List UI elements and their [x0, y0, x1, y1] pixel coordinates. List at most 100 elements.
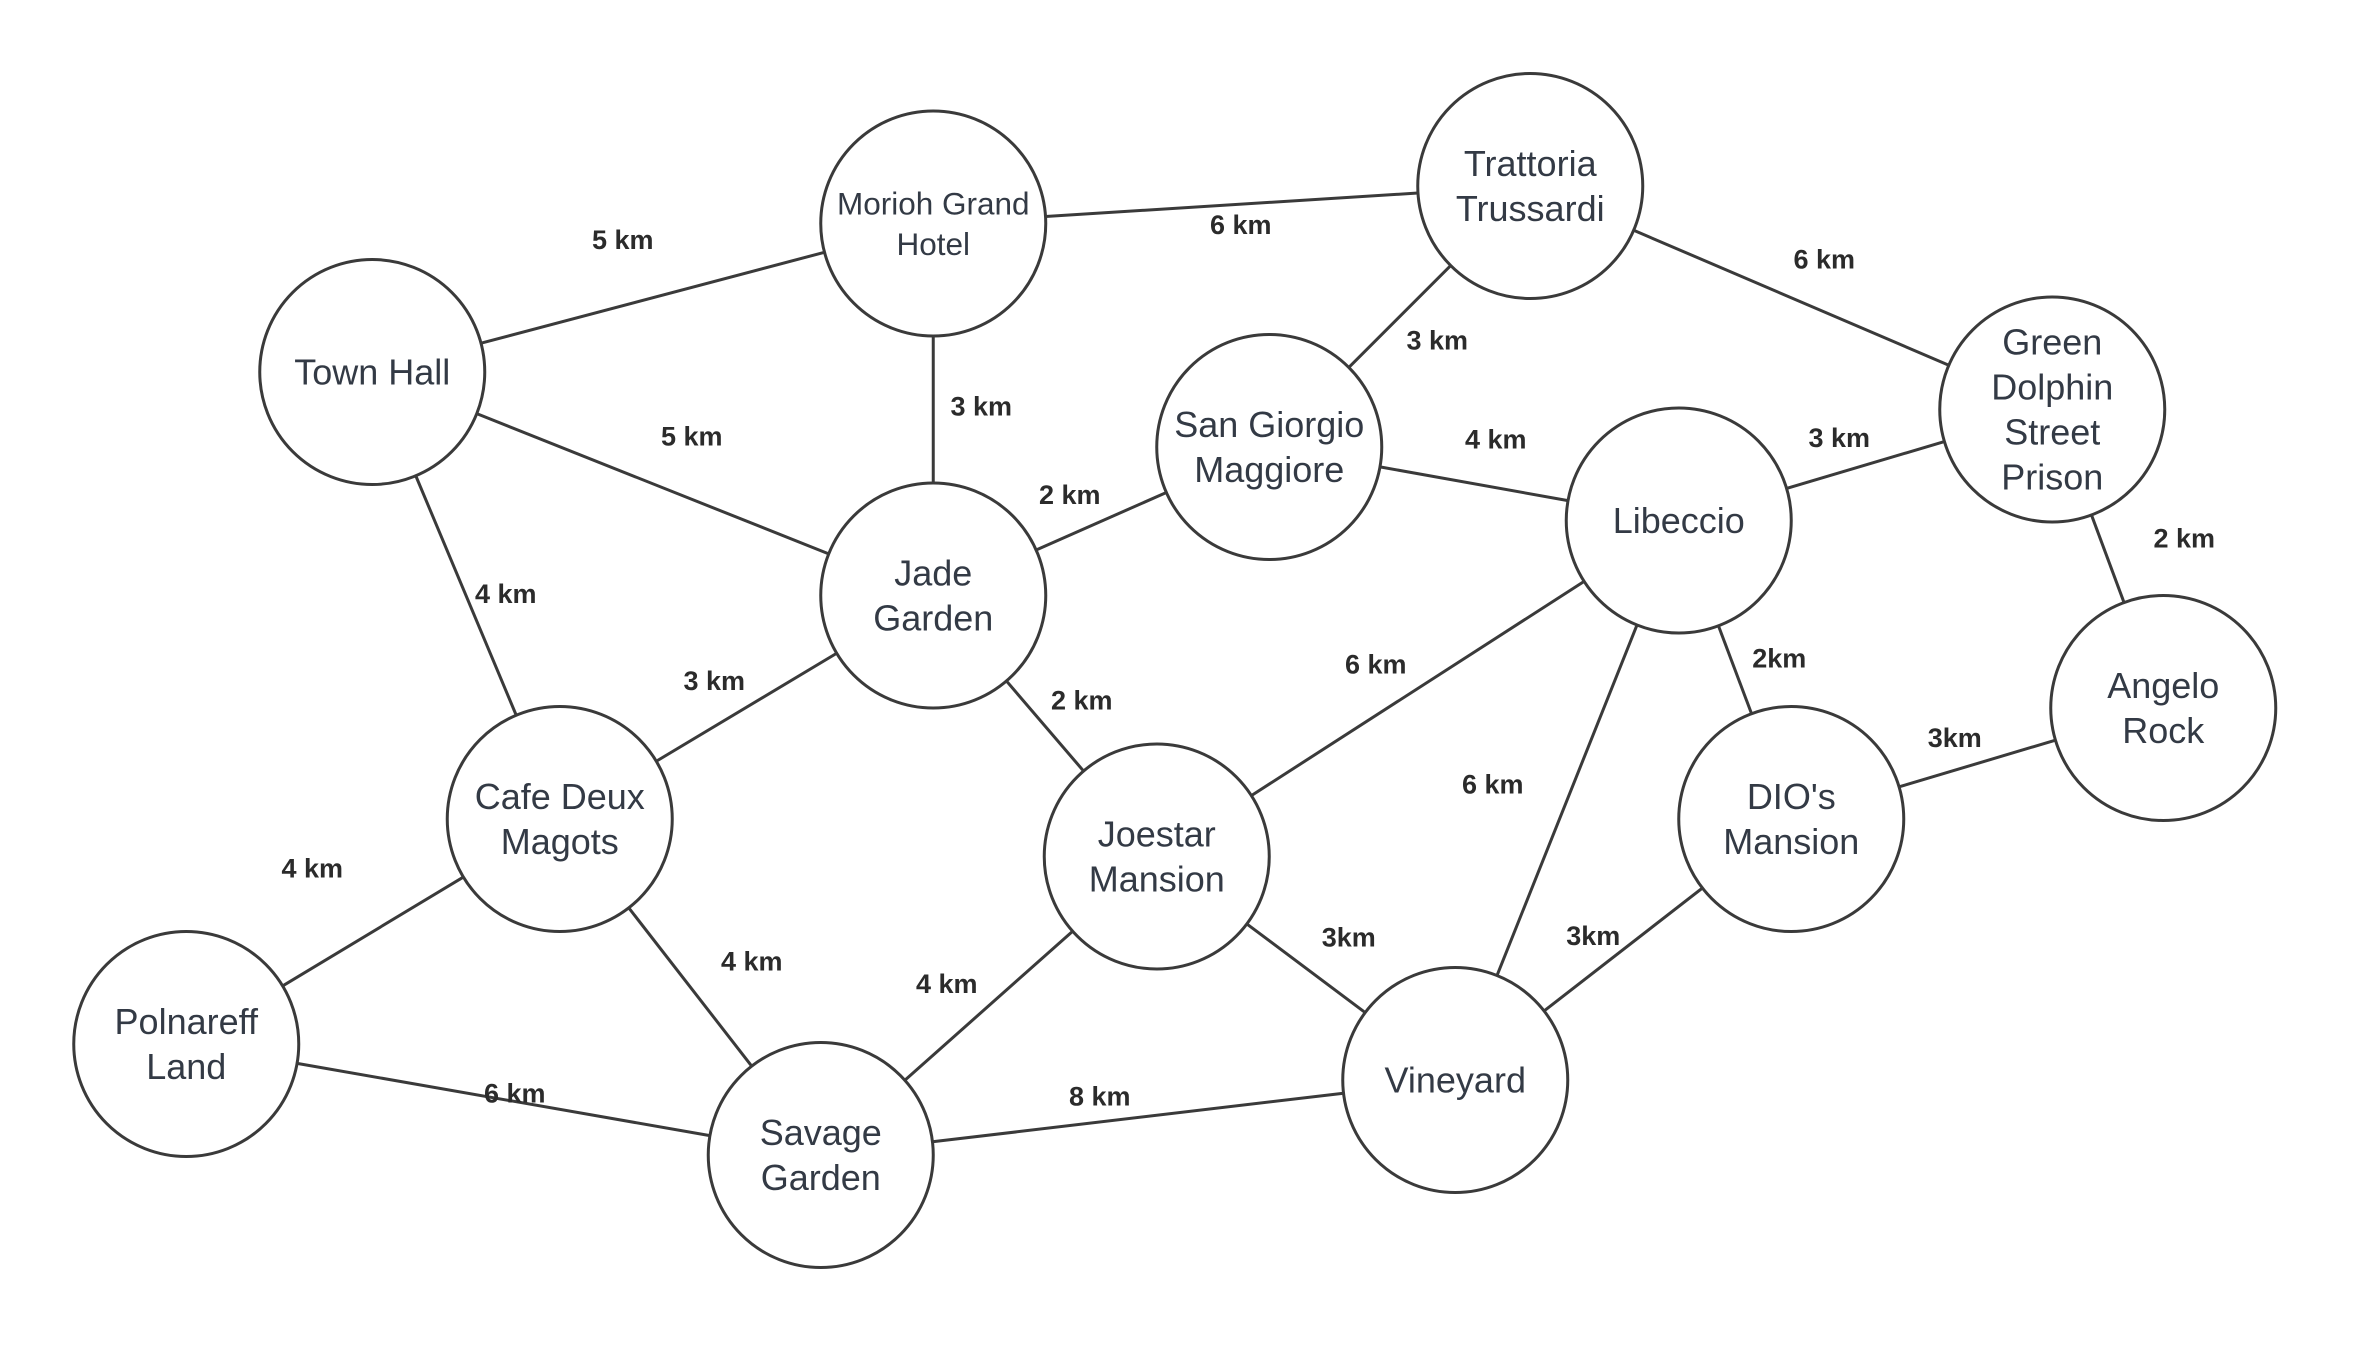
node-label: Town Hall [294, 352, 450, 393]
edge-label: 3 km [1406, 326, 1468, 356]
node-label: Trattoria [1464, 143, 1598, 184]
edge-label: 4 km [281, 854, 343, 884]
edge-label: 3km [1928, 723, 1982, 753]
node-label: Morioh Grand [837, 185, 1030, 221]
node-label: Green [2002, 322, 2102, 363]
node-label: Garden [761, 1157, 881, 1198]
edges-layer [281, 191, 2126, 1144]
edge-joestar_mansion-savage_garden [903, 930, 1074, 1082]
node-circle [819, 109, 1048, 338]
edge-label: 2 km [1051, 686, 1113, 716]
node-circle [1416, 72, 1645, 300]
edge-label: 2 km [2153, 524, 2215, 554]
node-label: Angelo [2107, 665, 2219, 706]
edge-label: 3 km [683, 666, 745, 696]
edge-dios_mansion-vineyard [1543, 886, 1704, 1013]
node-label: Savage [760, 1112, 882, 1153]
node-label: Magots [501, 821, 619, 862]
edge-cafe_deux_magots-polnareff_land [281, 875, 465, 988]
node-circle [445, 705, 674, 933]
edge-label: 6 km [484, 1079, 546, 1109]
edge-libeccio-vineyard [1495, 624, 1639, 977]
node-circle [706, 1041, 935, 1269]
node-label: Dolphin [1991, 367, 2113, 408]
node-circle [258, 258, 487, 486]
edge-label: 2 km [1039, 480, 1101, 510]
node-label: Trussardi [1456, 188, 1605, 229]
edge-label: 5 km [661, 422, 723, 452]
node-circle [72, 930, 301, 1158]
edge-label: 5 km [592, 225, 654, 255]
edge-label: 4 km [1465, 425, 1527, 455]
edge-trattoria_trussardi-green_dolphin_street_prison [1633, 228, 1950, 367]
edge-san_giorgio_maggiore-libeccio [1379, 465, 1569, 503]
node-label: Jade [894, 553, 972, 594]
edge-label: 4 km [721, 947, 783, 977]
edge-san_giorgio_maggiore-jade_garden [1035, 491, 1167, 552]
node-vineyard: Vineyard [1341, 966, 1570, 1194]
node-label: Prison [2001, 457, 2103, 498]
edge-label: 6 km [1345, 650, 1407, 680]
edge-town_hall-cafe_deux_magots [414, 475, 518, 716]
node-circle [2049, 594, 2278, 822]
edge-savage_garden-vineyard [932, 1091, 1344, 1144]
edge-label: 2km [1752, 644, 1806, 674]
node-circle [1042, 742, 1271, 971]
node-label: Mansion [1723, 821, 1859, 862]
node-label: Maggiore [1194, 449, 1344, 490]
edge-jade_garden-joestar_mansion [1005, 679, 1085, 773]
node-label: Polnareff [115, 1001, 259, 1042]
edge-green_dolphin_street_prison-angelo_rock [2090, 514, 2126, 604]
edge-town_hall-jade_garden [476, 412, 830, 556]
node-label: Street [2004, 412, 2100, 453]
node-label: Garden [873, 598, 993, 639]
edge-dios_mansion-angelo_rock [1898, 738, 2056, 789]
node-circle [1938, 295, 2167, 524]
edge-libeccio-dios_mansion [1717, 625, 1753, 715]
node-circle [1341, 966, 1570, 1194]
node-label: Mansion [1089, 859, 1225, 900]
edge-label: 8 km [1069, 1082, 1131, 1112]
edge-polnareff_land-savage_garden [296, 1061, 711, 1138]
node-label: Joestar [1098, 814, 1216, 855]
edge-label: 6 km [1793, 245, 1855, 275]
node-label: Libeccio [1613, 500, 1745, 541]
edge-libeccio-green_dolphin_street_prison [1786, 440, 1945, 490]
node-libeccio: Libeccio [1564, 406, 1793, 635]
node-label: Land [146, 1046, 226, 1087]
edge-label: 3km [1566, 921, 1620, 951]
edge-label: 3 km [1808, 423, 1870, 453]
node-town-hall: Town Hall [258, 258, 487, 486]
edge-label: 6 km [1462, 770, 1524, 800]
node-label: San Giorgio [1174, 404, 1364, 445]
edge-town_hall-morioh_grand_hotel [480, 250, 825, 345]
edge-trattoria_trussardi-san_giorgio_maggiore [1347, 264, 1452, 369]
node-circle [1564, 406, 1793, 635]
edge-label: 4 km [475, 579, 537, 609]
node-label: Cafe Deux [475, 776, 645, 817]
node-circle [819, 481, 1048, 710]
edge-morioh_grand_hotel-trattoria_trussardi [1045, 191, 1419, 218]
node-label: Vineyard [1385, 1060, 1526, 1101]
node-label: Rock [2122, 710, 2205, 751]
node-label: DIO's [1747, 776, 1836, 817]
edge-label: 4 km [916, 969, 978, 999]
node-circle [1155, 333, 1384, 561]
node-label: Hotel [896, 226, 970, 262]
edge-labels-layer: 5 km 6 km 6 km 3 km 5 km 3 km 2 km 4 km 3 km 2 km… [281, 210, 2215, 1112]
edge-cafe_deux_magots-savage_garden [627, 906, 753, 1068]
edge-label: 6 km [1210, 210, 1272, 240]
